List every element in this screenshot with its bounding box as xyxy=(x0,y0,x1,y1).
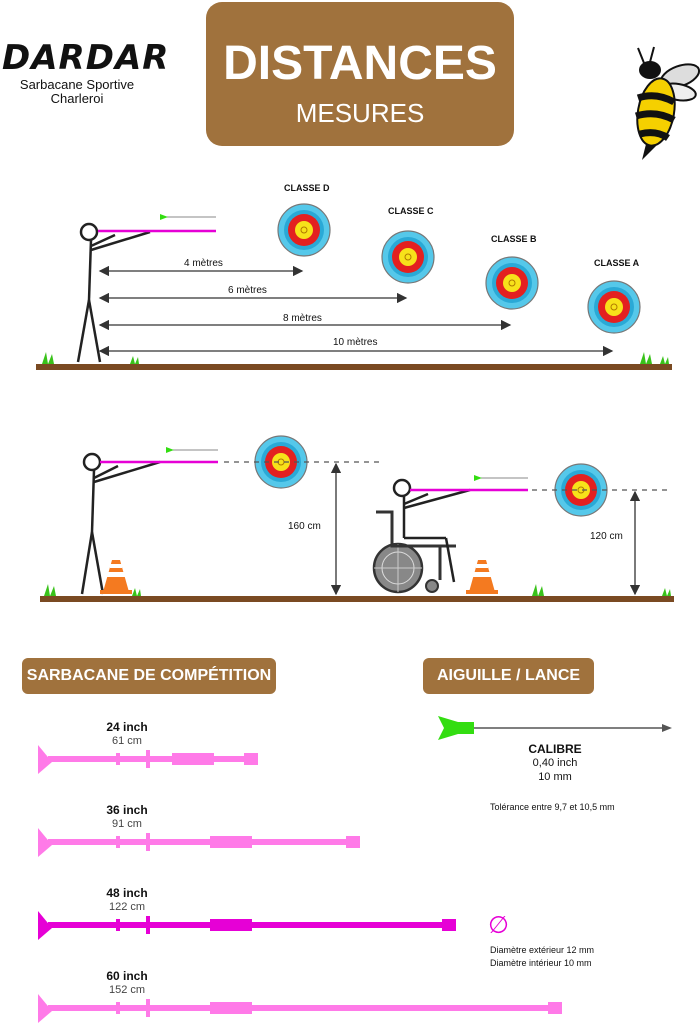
blowgun-36-inch: 36 inch xyxy=(106,803,148,817)
blowgun-48 xyxy=(38,911,456,940)
diameter-icon: ∅ xyxy=(488,911,509,939)
brand-name: DARDAR xyxy=(2,38,170,78)
blowgun-48-label: 48 inch 122 cm xyxy=(67,886,187,914)
distance-diagram xyxy=(36,203,672,370)
blowgun-60-inch: 60 inch xyxy=(106,969,148,983)
target-a xyxy=(587,280,641,334)
section-dart: AIGUILLE / LANCE xyxy=(423,658,594,694)
class-b-label: CLASSE B xyxy=(491,234,537,244)
distance-4m: 4 mètres xyxy=(182,258,225,269)
target-d xyxy=(277,203,331,257)
blowgun-48-inch: 48 inch xyxy=(106,886,148,900)
wasp-icon xyxy=(634,46,700,160)
height-diagram xyxy=(40,435,674,602)
brand-subtitle-2: Charleroi xyxy=(50,91,104,106)
dart-icon xyxy=(438,716,672,740)
ground-line xyxy=(36,364,672,370)
section-blowgun: SARBACANE DE COMPÉTITION xyxy=(22,658,276,694)
ground-line-2 xyxy=(40,596,674,602)
height-standing: 160 cm xyxy=(288,521,321,532)
blowgun-48-cm: 122 cm xyxy=(108,901,146,913)
target-standing xyxy=(254,435,308,489)
brand-block: DARDAR Sarbacane Sportive Charleroi xyxy=(2,38,170,106)
traffic-cone-icon-1 xyxy=(100,560,132,594)
distance-8m: 8 mètres xyxy=(281,313,324,324)
blowgun-24 xyxy=(38,745,258,774)
calibre-label: CALIBRE xyxy=(528,742,582,756)
page-subtitle: MESURES xyxy=(295,98,425,128)
target-b xyxy=(485,256,539,310)
seated-archer xyxy=(392,478,471,583)
height-seated: 120 cm xyxy=(590,531,623,542)
blowgun-36-label: 36 inch 91 cm xyxy=(67,803,187,831)
page-title: DISTANCES xyxy=(223,37,497,90)
target-c xyxy=(381,230,435,284)
traffic-cone-icon-2 xyxy=(466,560,498,594)
class-c-label: CLASSE C xyxy=(388,206,434,216)
calibre-block: CALIBRE 0,40 inch 10 mm xyxy=(505,742,605,784)
class-a-label: CLASSE A xyxy=(594,258,640,268)
blowgun-36-cm: 91 cm xyxy=(112,818,142,830)
blowgun-illustrations xyxy=(38,745,562,1023)
blowgun-24-inch: 24 inch xyxy=(106,720,148,734)
class-d-label: CLASSE D xyxy=(284,183,330,193)
brand-subtitle-1: Sarbacane Sportive xyxy=(19,77,135,92)
calibre-tolerance: Tolérance entre 9,7 et 10,5 mm xyxy=(490,802,615,812)
title-box: DISTANCES MESURES xyxy=(206,2,514,146)
calibre-inch: 0,40 inch xyxy=(532,757,578,769)
blowgun-60 xyxy=(38,994,562,1023)
wheelchair-icon xyxy=(372,510,456,594)
blowgun-60-label: 60 inch 152 cm xyxy=(67,969,187,997)
archer-figure xyxy=(76,222,151,363)
blowgun-24-label: 24 inch 61 cm xyxy=(67,720,187,748)
diameter-outer: Diamètre extérieur 12 mm xyxy=(490,945,595,955)
blowgun-36 xyxy=(38,828,360,857)
distance-6m: 6 mètres xyxy=(226,285,269,296)
blowgun-24-cm: 61 cm xyxy=(112,735,142,747)
diameter-inner: Diamètre intérieur 10 mm xyxy=(490,958,592,968)
calibre-mm: 10 mm xyxy=(538,771,572,783)
distance-10m: 10 mètres xyxy=(331,337,380,348)
blowgun-60-cm: 152 cm xyxy=(108,984,146,996)
